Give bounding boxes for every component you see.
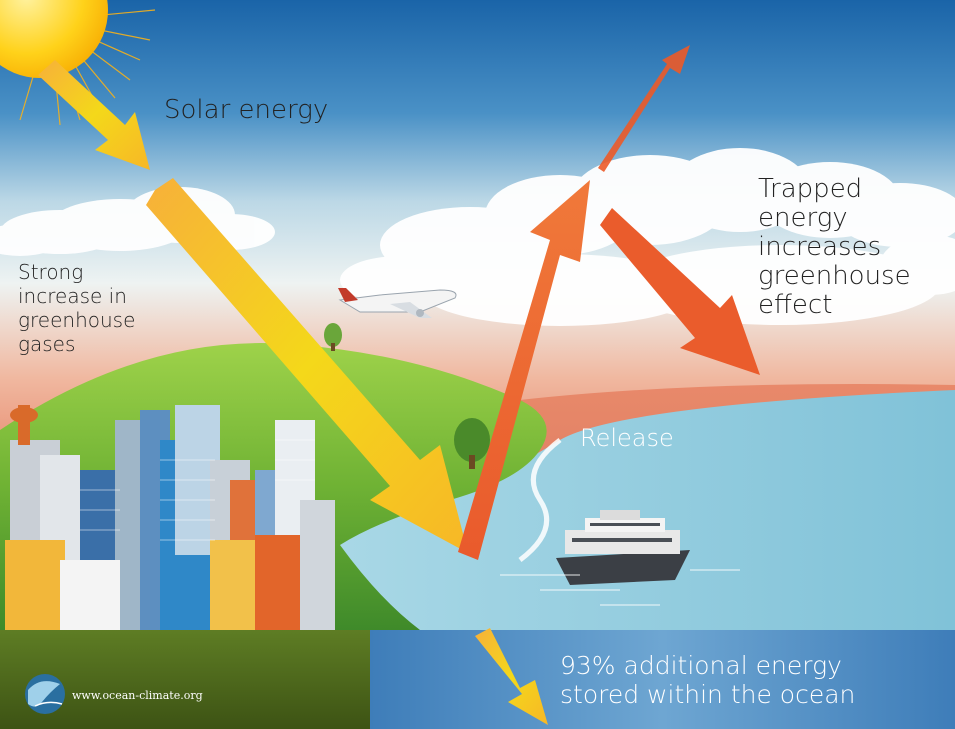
trapped-energy-line: energy [758,203,848,234]
city-skyline-illustration [5,405,335,630]
release-label: Release [580,424,674,452]
globe-logo-icon [25,674,65,714]
tree-illustration [324,323,490,469]
trapped-energy-line: Trapped [758,174,863,204]
greenhouse-gases-label: Strong increase in greenhouse gases [18,260,135,356]
trapped-energy-line: greenhouse [758,261,911,292]
ocean-storage-line: stored within the ocean [560,679,856,709]
airplane-icon [338,288,457,318]
greenhouse-gases-line: Strong [18,260,84,284]
solar-energy-label: Solar energy [164,95,329,125]
solar-energy-arrow [38,60,468,553]
greenhouse-gases-line: greenhouse [18,308,136,332]
footer-left [0,630,370,729]
released-energy-arrow [458,45,690,560]
shoreline [518,438,562,562]
water-ripples [500,569,740,606]
trapped-energy-label: Trapped energy increases greenhouse effe… [758,174,911,321]
sun-icon [0,0,156,126]
greenhouse-gases-line: gases [18,332,76,356]
ocean-storage-line: 93% additional energy [560,651,842,680]
greenhouse-gases-line: increase in [18,284,127,308]
footer-right [370,630,955,729]
ocean-storage-arrow [0,628,955,729]
cloud-illustration [0,148,955,326]
website-link[interactable]: www.ocean-climate.org [72,689,203,702]
ocean [330,390,955,630]
trapped-energy-line: increases [758,232,882,263]
ship-icon [556,510,690,585]
ocean-storage-label: 93% additional energy stored within the … [560,651,856,710]
trapped-energy-line: effect [758,290,833,321]
trapped-energy-arrow [600,208,760,375]
